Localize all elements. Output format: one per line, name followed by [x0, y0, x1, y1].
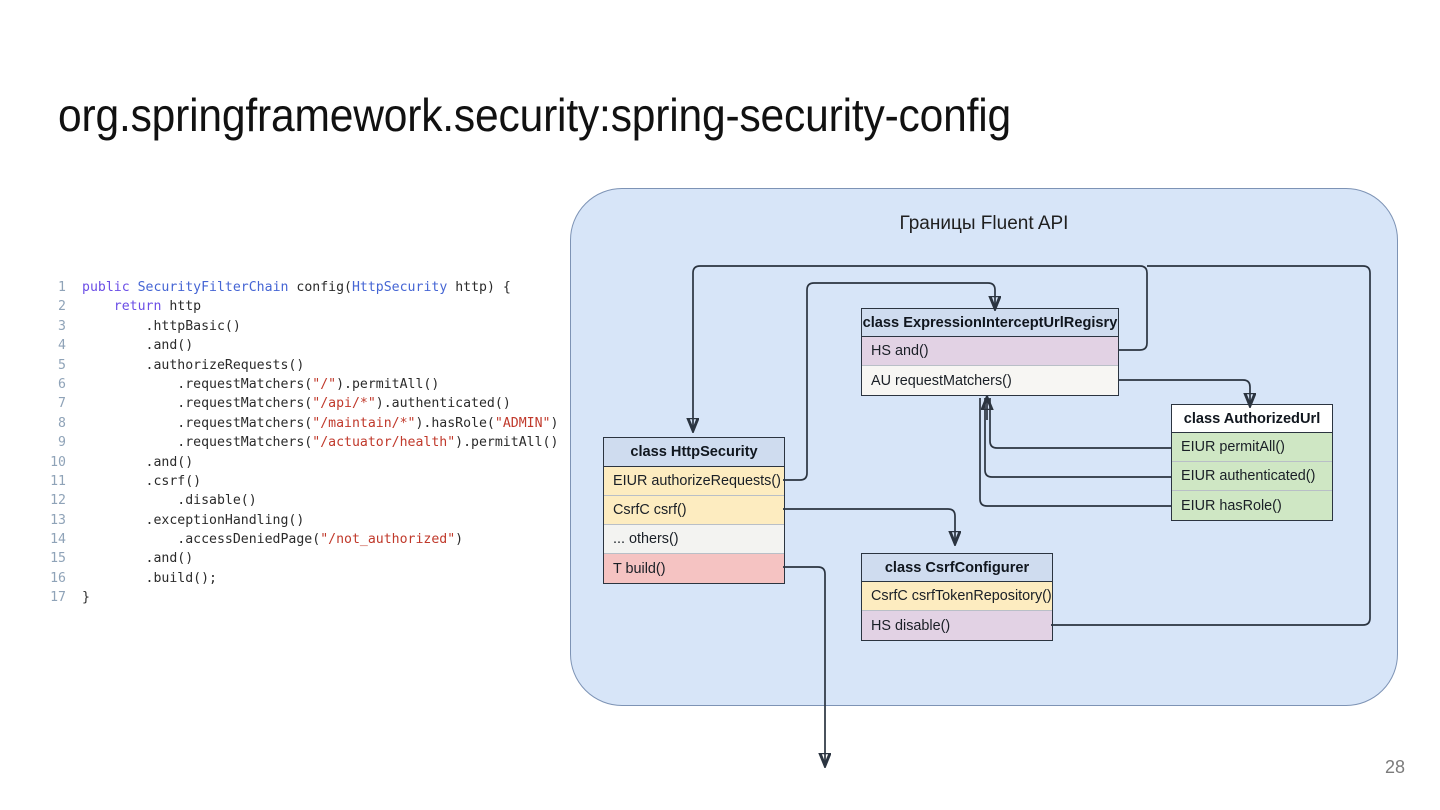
code-token: .accessDeniedPage( [82, 532, 321, 548]
code-line: 14 .accessDeniedPage("/not_authorized") [40, 530, 580, 549]
class-member-row[interactable]: HS and() [862, 337, 1118, 366]
class-member-row[interactable]: AU requestMatchers() [862, 366, 1118, 395]
code-line-number: 17 [50, 590, 66, 606]
code-token: .authorizeRequests() [82, 357, 305, 373]
code-token: SecurityFilterChain [137, 280, 289, 295]
class-member-row[interactable]: EIUR hasRole() [1172, 491, 1332, 520]
code-token: .httpBasic() [82, 318, 241, 334]
code-token: .build(); [82, 570, 217, 586]
code-line: 15 .and() [40, 549, 580, 568]
code-line-number: 7 [58, 396, 66, 412]
code-token: .requestMatchers( [82, 435, 313, 451]
code-token: ).permitAll() [455, 435, 559, 451]
code-token: ).hasRole( [415, 415, 495, 431]
slide-page-number: 28 [1384, 757, 1405, 777]
fluent-api-boundary-label: Границы Fluent API [899, 213, 1069, 234]
code-token [130, 280, 138, 295]
code-token: "/maintain/*" [312, 415, 416, 431]
code-snippet: 1 public SecurityFilterChain config(HttpS… [40, 278, 580, 608]
code-line-number: 14 [50, 532, 66, 548]
class-member-row[interactable]: T build() [604, 554, 784, 583]
code-token: "/" [312, 376, 337, 392]
code-token: ).permitAll() [336, 376, 440, 392]
code-token: .csrf() [82, 473, 202, 489]
code-line: 16 .build(); [40, 569, 580, 588]
code-line: 11 .csrf() [40, 472, 580, 491]
code-line-number: 2 [58, 299, 66, 315]
code-token [82, 299, 114, 314]
code-line-number: 15 [50, 551, 66, 567]
code-line-number: 4 [58, 338, 66, 354]
code-line: 3 .httpBasic() [40, 317, 580, 336]
fluent-api-boundary: Границы Fluent API class HttpSecurity EI… [570, 188, 1398, 706]
code-token: "/not_authorized" [320, 532, 456, 548]
code-token: .and() [82, 338, 194, 354]
code-line: 4 .and() [40, 336, 580, 355]
code-line-number: 12 [50, 493, 66, 509]
code-line-number: 11 [50, 473, 66, 489]
code-token: } [82, 590, 90, 606]
code-line-number: 3 [58, 318, 66, 334]
code-line: 2 return http [40, 297, 580, 316]
code-token: return [113, 299, 162, 315]
code-line-number: 10 [50, 454, 66, 470]
code-line-number: 9 [58, 435, 66, 451]
class-member-row[interactable]: EIUR permitAll() [1172, 433, 1332, 462]
code-token: ).authenticated() [375, 396, 511, 412]
code-line: 5 .authorizeRequests() [40, 356, 580, 375]
code-token: "ADMIN" [494, 415, 551, 431]
class-member-row[interactable]: EIUR authorizeRequests() [604, 467, 784, 496]
code-line-number: 6 [58, 376, 66, 392]
code-line: 9 .requestMatchers("/actuator/health").p… [40, 433, 580, 452]
class-box-header: class CsrfConfigurer [862, 554, 1052, 582]
code-token: .and() [82, 454, 194, 470]
class-box-authorized-url[interactable]: class AuthorizedUrl EIUR permitAll() EIU… [1171, 404, 1333, 521]
code-token: config( [288, 280, 352, 295]
code-line-number: 1 [58, 280, 66, 295]
class-box-csrf-configurer[interactable]: class CsrfConfigurer CsrfC csrfTokenRepo… [861, 553, 1053, 641]
class-box-http-security[interactable]: class HttpSecurity EIUR authorizeRequest… [603, 437, 785, 584]
code-line-number: 5 [58, 357, 66, 373]
code-token: "/actuator/health" [312, 435, 456, 451]
class-box-header: class AuthorizedUrl [1172, 405, 1332, 433]
code-line: 6 .requestMatchers("/").permitAll() [40, 375, 580, 394]
code-token: public [82, 280, 130, 295]
code-token: "/api/*" [312, 396, 376, 412]
class-member-row[interactable]: HS disable() [862, 611, 1052, 640]
code-token: http) { [447, 280, 511, 295]
code-token: .requestMatchers( [82, 396, 313, 412]
code-line-number: 13 [50, 512, 66, 528]
code-line: 13 .exceptionHandling() [40, 511, 580, 530]
class-member-row[interactable]: EIUR authenticated() [1172, 462, 1332, 491]
code-token: .disable() [82, 493, 257, 509]
code-line: 1 public SecurityFilterChain config(HttpS… [40, 278, 580, 297]
code-token: .requestMatchers( [82, 415, 313, 431]
code-token: .exceptionHandling() [82, 512, 305, 528]
class-box-header: class ExpressionInterceptUrlRegisry [862, 309, 1118, 337]
code-token: HttpSecurity [351, 280, 448, 295]
class-box-header: class HttpSecurity [604, 438, 784, 467]
code-line-number: 16 [50, 570, 66, 586]
class-member-row[interactable]: ... others() [604, 525, 784, 554]
code-token: ) [455, 532, 464, 548]
class-member-row[interactable]: CsrfC csrf() [604, 496, 784, 525]
class-member-row[interactable]: CsrfC csrfTokenRepository() [862, 582, 1052, 611]
code-token: ) [550, 415, 559, 431]
code-line: 7 .requestMatchers("/api/*").authenticat… [40, 394, 580, 413]
code-line: 10 .and() [40, 453, 580, 472]
code-line: 17} [40, 588, 580, 607]
code-line-number: 8 [58, 415, 66, 431]
code-token: .requestMatchers( [82, 376, 313, 392]
code-line: 8 .requestMatchers("/maintain/*").hasRol… [40, 414, 580, 433]
code-line: 12 .disable() [40, 491, 580, 510]
page-title: org.springframework.security:spring-secu… [58, 89, 1011, 141]
code-token: .and() [82, 551, 194, 567]
class-box-expression-intercept-url-registry[interactable]: class ExpressionInterceptUrlRegisry HS a… [861, 308, 1119, 396]
code-token: http [161, 299, 202, 315]
